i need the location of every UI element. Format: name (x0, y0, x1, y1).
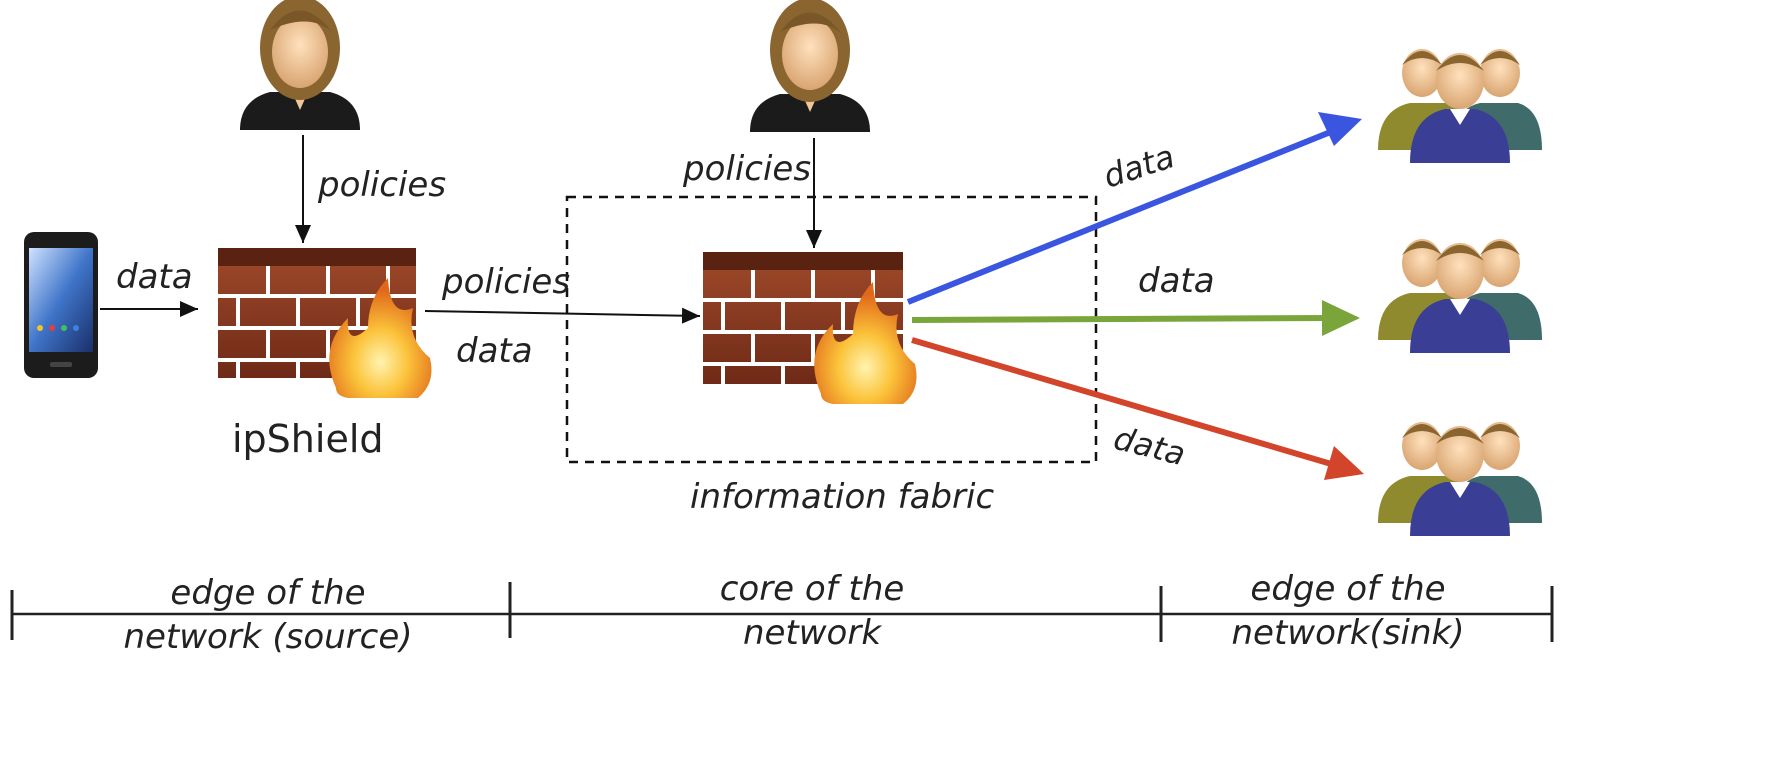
label-policies-mid: policies (441, 262, 570, 302)
scale-sink-line2: network(sink) (1231, 613, 1464, 653)
information-fabric-box (565, 195, 1098, 464)
data-arrow-red (911, 337, 1364, 480)
label-ipshield: ipShield (232, 417, 384, 461)
label-policies-center: policies (682, 149, 811, 189)
user-group-icon (1378, 239, 1542, 353)
network-scale (10, 582, 1554, 642)
label-data-mid: data (456, 331, 533, 371)
policies-data-arrow (424, 307, 701, 324)
smartphone-icon (24, 232, 98, 378)
user-group-icon (1378, 49, 1542, 163)
data-arrow-blue (906, 112, 1362, 305)
firewall-icon (218, 248, 432, 398)
label-information-fabric: information fabric (690, 477, 994, 517)
label-data-red: data (1110, 419, 1189, 473)
scale-source-line1: edge of the (170, 573, 365, 613)
scale-core-line2: network (743, 613, 882, 653)
label-data-blue: data (1099, 137, 1179, 195)
label-data-green: data (1138, 261, 1215, 301)
scale-core-line1: core of the (720, 569, 905, 609)
firewall-icon (703, 252, 917, 404)
woman-admin-icon (750, 0, 870, 132)
label-data-phone: data (116, 257, 193, 297)
scale-source-line2: network (source) (123, 617, 412, 657)
label-policies-left: policies (317, 165, 446, 205)
woman-admin-icon (240, 0, 360, 130)
scale-sink-line1: edge of the (1250, 569, 1445, 609)
data-arrow-green (911, 300, 1360, 336)
user-group-icon (1378, 422, 1542, 536)
